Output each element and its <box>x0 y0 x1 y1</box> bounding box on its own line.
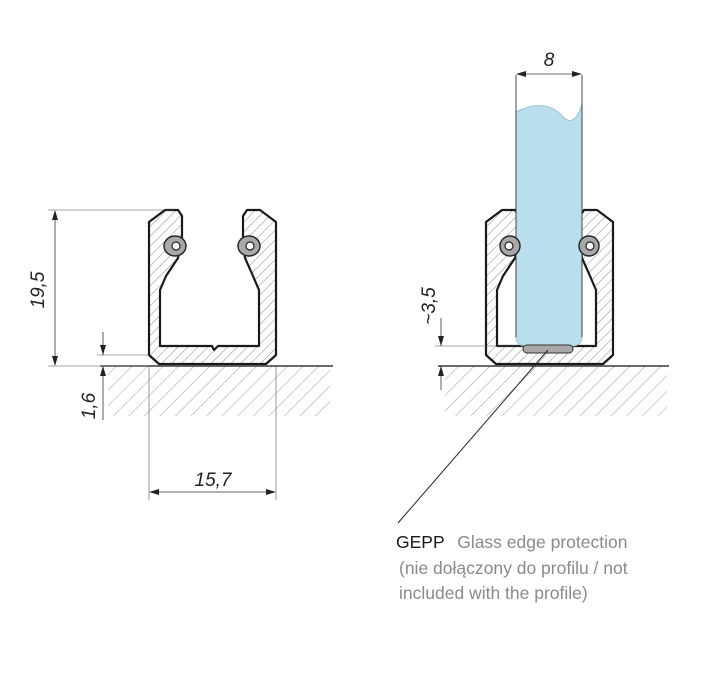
svg-text:GEPP Glass edge protecti: GEPP Glass edge protection <box>396 532 627 552</box>
height-arrow-top <box>52 210 58 220</box>
gepp-note: GEPP Glass edge protection (nie dołączon… <box>396 532 628 603</box>
leader-line <box>397 349 549 524</box>
depth-arrow-top <box>438 336 444 346</box>
note-code: GEPP <box>396 532 444 552</box>
depth-dimension-label: ~3,5 <box>419 287 440 325</box>
left-profile-section <box>147 208 278 366</box>
right-profile-view: 8 ~3,5 <box>397 50 669 524</box>
glass-edge-protection <box>522 344 574 354</box>
base-dimension-label: 1,6 <box>79 392 100 419</box>
note-title: Glass edge protection <box>457 532 627 552</box>
height-dimension-label: 19,5 <box>28 271 49 308</box>
width-arrow-left <box>149 489 159 495</box>
left-gasket-left <box>163 235 187 257</box>
glass-dimension-label: 8 <box>544 50 555 71</box>
base-arrow-bottom <box>100 366 106 376</box>
note-line-3: included with the profile) <box>399 583 588 603</box>
right-gasket-right <box>578 235 600 257</box>
base-arrow-top <box>100 345 106 355</box>
right-gasket-left <box>499 235 521 257</box>
width-dimension-label: 15,7 <box>195 470 233 491</box>
left-ground-hatch <box>108 366 330 416</box>
left-profile-view: 19,5 1,6 15,7 <box>28 208 333 500</box>
glass-arrow-right <box>572 71 582 77</box>
glass-pane <box>515 103 583 347</box>
height-arrow-bottom <box>52 356 58 366</box>
glass-arrow-left <box>516 71 526 77</box>
width-arrow-right <box>266 489 276 495</box>
left-gasket-right <box>237 235 261 257</box>
depth-arrow-bottom <box>438 366 444 376</box>
note-line-2: (nie dołączony do profilu / not <box>399 558 628 578</box>
right-ground-hatch <box>445 366 667 416</box>
